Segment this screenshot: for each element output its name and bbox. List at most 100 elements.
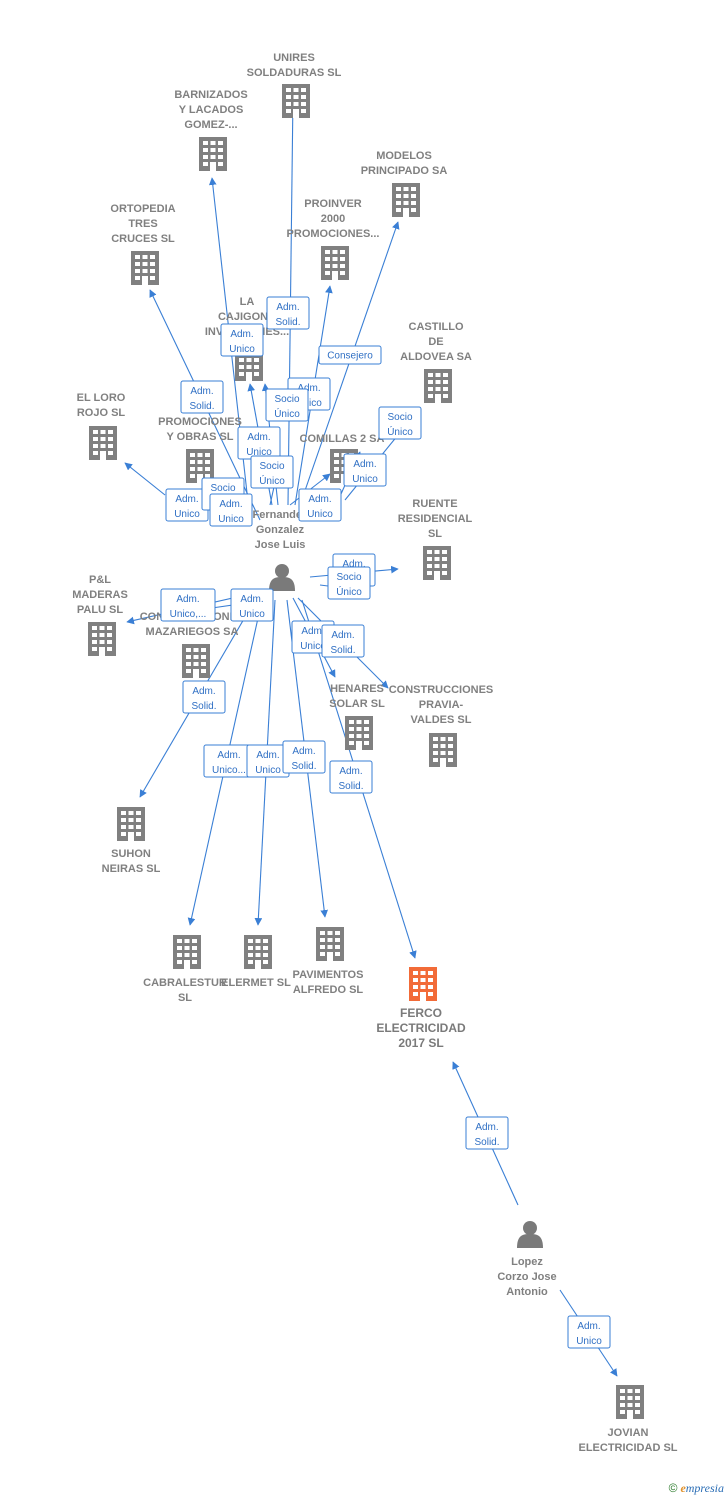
node-label: MAZARIEGOS SA [146,626,239,638]
node-label: ORTOPEDIA [110,203,175,215]
edge-role-label[interactable]: Adm.Unico [567,1315,611,1349]
edge-role-label[interactable]: Adm.Unico [237,426,281,460]
edge-role-label[interactable]: Adm.Solid. [180,380,224,414]
edge-role-text: Adm. [331,630,354,641]
edge-role-text: Unico [307,509,333,520]
node-label: VALDES SL [411,714,472,726]
edge-elloro [124,462,166,496]
node-comillas[interactable]: COMILLAS 2 SA [300,433,385,483]
edge-role-text: Adm. [577,1321,600,1332]
node-label: GOMEZ-... [184,119,237,131]
edge-role-text: Adm. [276,302,299,313]
node-label: PALU SL [77,604,124,616]
edge-role-label[interactable]: Consejero [318,345,382,365]
person-icon [517,1221,543,1248]
edge-role-text: Adm. [192,686,215,697]
edge-role-text: Adm. [256,750,279,761]
edge-role-label[interactable]: Adm.Unico [220,323,264,357]
building-icon [321,246,349,280]
footer-brand[interactable]: ©empresia [669,1481,724,1496]
node-label: P&L [89,574,111,586]
edge-role-box [209,493,253,527]
edge-role-box [343,453,387,487]
building-icon [88,622,116,656]
edge-role-label[interactable]: Adm.Solid. [465,1116,509,1150]
edge-role-text: Unico [218,514,244,525]
edge-role-text: Solid. [275,317,300,328]
edge-role-box [265,388,309,422]
node-label: COMILLAS 2 SA [300,433,385,445]
node-label: ROJO SL [77,407,126,419]
edge-role-text: Adm. [342,559,365,570]
edge-role-text: Adm. [230,329,253,340]
edge-role-label[interactable]: Adm.Unico,... [160,588,216,622]
edge-role-box [567,1315,611,1349]
node-label: ELECTRICIDAD SL [579,1442,678,1454]
node-label: PRINCIPADO SA [361,165,448,177]
edge-role-box [329,760,373,794]
edge-role-label[interactable]: Adm. Unico [209,493,253,527]
edge-role-box [282,740,326,774]
node-label: SOLAR SL [329,698,385,710]
edge-role-label[interactable]: Adm.Unico [343,453,387,487]
edge-role-text: Adm. [176,594,199,605]
edge-role-text: Socio [387,412,412,423]
edge-role-label[interactable]: Adm. Solid. [321,624,365,658]
node-label: Fernandez [252,509,308,521]
edge-role-text: Adm. [219,499,242,510]
building-icon [616,1385,644,1419]
edge-role-box [180,380,224,414]
edge-role-text: Único [336,585,362,598]
node-label: DE [428,336,443,348]
edge-role-label[interactable]: Adm.Solid. [329,760,373,794]
node-elermet[interactable]: ELERMET SL [221,935,291,989]
edge-role-text: Solid. [330,645,355,656]
building-icon [244,935,272,969]
edge-role-text: Adm. [240,594,263,605]
node-label: CRUCES SL [111,233,175,245]
edge-role-text: Unico... [212,765,246,776]
edge-role-label[interactable]: Adm. Solid. [266,296,310,330]
edge-role-label[interactable]: Adm.Unico [230,588,274,622]
edge-role-text: Unico [300,641,326,652]
node-label: Antonio [506,1286,548,1298]
edge-role-label[interactable]: Adm. Unico [298,488,342,522]
edge-role-text: Único [387,425,413,438]
building-icon [345,716,373,750]
edge-role-text: Consejero [327,351,373,362]
node-label: CONSTRUCCIONES [389,684,494,696]
node-label: 2000 [321,213,345,225]
building-icon [429,733,457,767]
node-label: LA [240,296,255,308]
edge-role-text: Unico [352,474,378,485]
node-proinver[interactable]: PROINVER2000PROMOCIONES... [287,198,380,280]
edge-role-label[interactable]: Adm.Solid. [282,740,326,774]
edge-role-box [220,323,264,357]
node-label: SL [178,992,192,1004]
edge-role-text: Adm. [308,494,331,505]
edge-role-text: Único [259,474,285,487]
edge-role-label[interactable]: Adm.Solid. [182,680,226,714]
